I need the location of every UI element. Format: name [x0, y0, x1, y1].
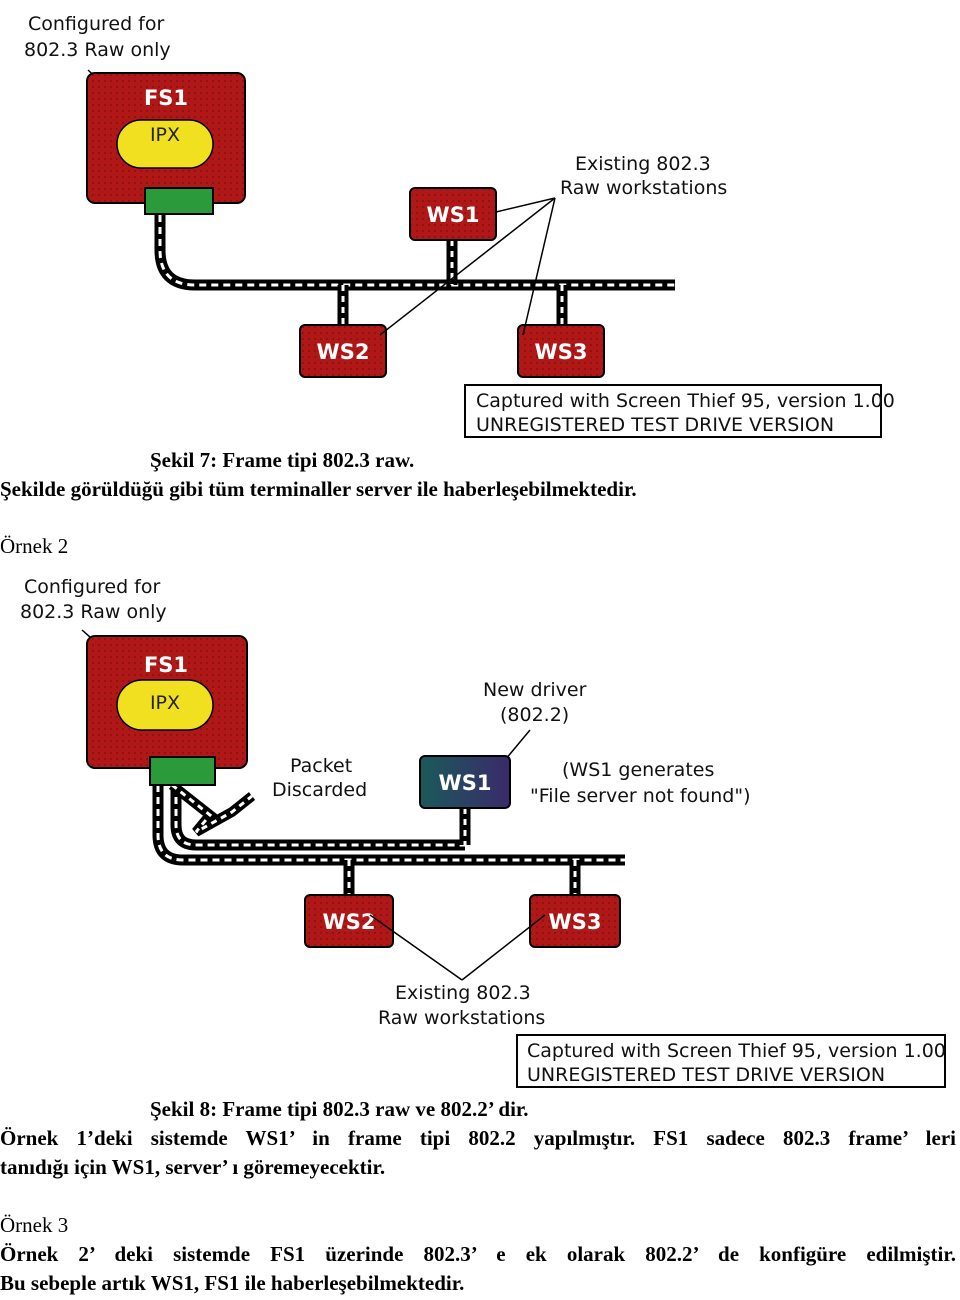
network-cable-double — [152, 785, 625, 895]
ws3-workstation: WS3 — [517, 324, 605, 378]
ws1-note-line2: "File server not found") — [530, 785, 751, 807]
existing-label-line1: Existing 802.3 — [575, 153, 711, 175]
example-2-heading: Örnek 2 — [0, 534, 69, 558]
capture-stamp: Captured with Screen Thief 95, version 1… — [464, 384, 895, 438]
fs1-server: FS1 IPX — [86, 72, 246, 215]
figure-8-diagram: Configured for 802.3 Raw only FS1 IPX Pa… — [20, 576, 946, 1088]
packet-label-line2: Discarded — [272, 779, 367, 801]
ipx-protocol-oval — [116, 119, 214, 169]
figure-8-description-line2: tanıdığı için WS1, server’ ı göremeyecek… — [0, 1155, 386, 1179]
capture-stamp: Captured with Screen Thief 95, version 1… — [516, 1034, 946, 1088]
ws3-workstation: WS3 — [529, 894, 621, 948]
existing-pointer-lines — [379, 197, 556, 336]
ws3-label: WS3 — [535, 340, 588, 364]
existing-label-line1: Existing 802.3 — [395, 982, 531, 1004]
existing-label-line2: Raw workstations — [378, 1007, 545, 1029]
stamp-line1: Captured with Screen Thief 95, version 1… — [476, 390, 895, 412]
example-3-text-line2: Bu sebeple artık WS1, FS1 ile haberleşeb… — [0, 1271, 465, 1295]
figure-7-description: Şekilde görüldüğü gibi tüm terminaller s… — [0, 477, 637, 501]
figure-7-caption: Şekil 7: Frame tipi 802.3 raw. — [150, 448, 415, 472]
ws1-note-line1: (WS1 generates — [562, 759, 714, 781]
ipx-label: IPX — [150, 124, 180, 146]
network-cable — [154, 215, 675, 325]
stamp-line2: UNREGISTERED TEST DRIVE VERSION — [476, 414, 834, 436]
new-driver-label-line1: New driver — [483, 679, 587, 701]
config-label-line1: Configured for — [24, 576, 161, 598]
example-3-text-line1: Örnek 2’ deki sistemde FS1 üzerinde 802.… — [0, 1242, 956, 1266]
ws1-workstation: WS1 — [409, 187, 497, 241]
figure-8-caption: Şekil 8: Frame tipi 802.3 raw ve 802.2’ … — [150, 1097, 529, 1121]
fs1-label: FS1 — [144, 86, 188, 110]
ws2-workstation: WS2 — [299, 324, 387, 378]
stamp-line1: Captured with Screen Thief 95, version 1… — [527, 1040, 946, 1062]
config-label-line2: 802.3 Raw only — [20, 601, 167, 623]
fs1-label: FS1 — [144, 653, 188, 677]
ws2-label: WS2 — [317, 340, 370, 364]
ws2-workstation: WS2 — [304, 894, 394, 948]
stamp-line2: UNREGISTERED TEST DRIVE VERSION — [527, 1064, 885, 1086]
ws2-label: WS2 — [323, 910, 376, 934]
network-card-icon — [144, 187, 214, 215]
figure-7-diagram: Configured for 802.3 Raw only FS1 IPX WS… — [24, 13, 895, 438]
config-label-line2: 802.3 Raw only — [24, 39, 171, 61]
existing-label-line2: Raw workstations — [560, 177, 727, 199]
existing-pointer-lines — [369, 914, 546, 981]
packet-label-line1: Packet — [290, 755, 352, 777]
ws1-label: WS1 — [427, 203, 480, 227]
figure-8-description-line1: Örnek 1’deki sistemde WS1’ in frame tipi… — [0, 1126, 956, 1150]
ws1-workstation-new-driver: WS1 — [419, 755, 511, 809]
ws3-label: WS3 — [549, 910, 602, 934]
new-driver-label-line2: (802.2) — [500, 704, 569, 726]
ipx-protocol-oval — [116, 679, 214, 731]
network-card-icon — [149, 756, 216, 786]
example-3-heading: Örnek 3 — [0, 1213, 69, 1237]
ipx-label: IPX — [150, 692, 180, 714]
ws1-label: WS1 — [439, 771, 492, 795]
config-label-line1: Configured for — [28, 13, 165, 35]
discarded-packet-zigzag — [168, 781, 256, 837]
new-driver-pointer-line — [504, 729, 531, 761]
fs1-server: FS1 IPX — [86, 635, 248, 786]
